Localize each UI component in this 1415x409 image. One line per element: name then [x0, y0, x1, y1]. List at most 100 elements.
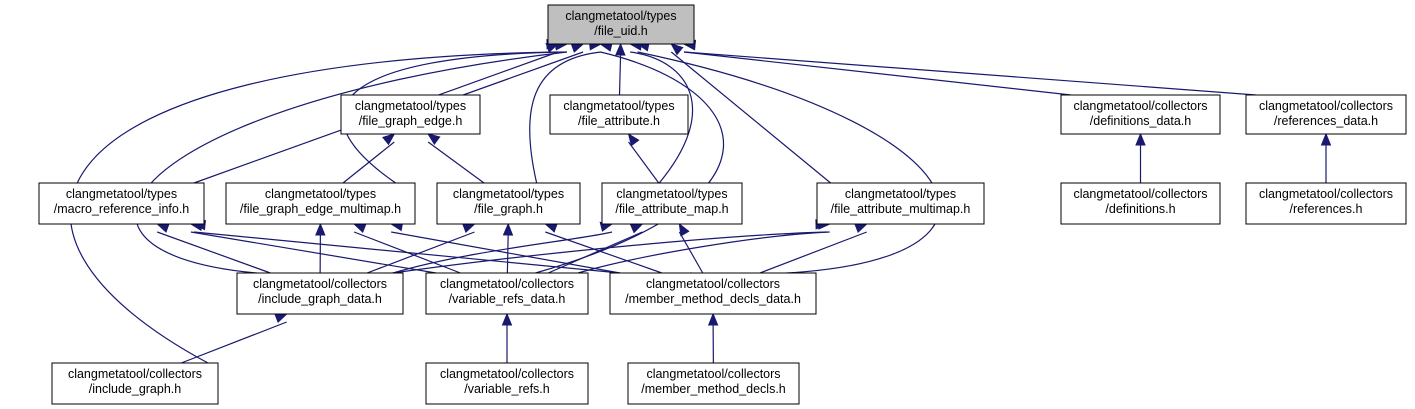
node-references_data[interactable]: clangmetatool/collectors/references_data… — [1245, 94, 1407, 135]
edge-line — [342, 51, 567, 184]
arrowhead-icon — [352, 223, 367, 234]
node-box — [425, 362, 589, 405]
node-label-line: clangmetatool/collectors — [440, 277, 574, 291]
edge-include_graph_data-to-macro_reference_info — [155, 222, 271, 274]
edge-line — [190, 231, 437, 274]
node-file_attribute_map[interactable]: clangmetatool/types/file_attribute_map.h — [601, 182, 743, 225]
node-label-line: /variable_refs.h — [464, 382, 550, 396]
node-label-line: clangmetatool/types — [355, 99, 466, 113]
node-label-line: /file_uid.h — [594, 24, 648, 38]
edge-line — [366, 231, 475, 274]
node-file_graph_edge_multimap[interactable]: clangmetatool/types/file_graph_edge_mult… — [225, 182, 416, 225]
node-file_graph[interactable]: clangmetatool/types/file_graph.h — [436, 182, 581, 225]
arrowhead-icon — [1135, 132, 1146, 146]
node-label-line: clangmetatool/types — [453, 187, 564, 201]
node-member_method_decls[interactable]: clangmetatool/collectors/member_method_d… — [627, 362, 800, 405]
edge-line — [342, 141, 395, 184]
node-box — [436, 182, 581, 225]
node-box — [601, 182, 743, 225]
node-references[interactable]: clangmetatool/collectors/references.h — [1245, 182, 1407, 225]
edge-line — [135, 51, 567, 277]
node-include_graph[interactable]: clangmetatool/collectors/include_graph.h — [51, 362, 219, 405]
node-box — [1245, 94, 1407, 135]
node-box — [425, 272, 589, 315]
edge-include_graph_data-to-file_graph_edge_multimap — [315, 222, 326, 274]
node-label-line: clangmetatool/collectors — [1259, 187, 1393, 201]
edge-line — [529, 51, 601, 184]
node-label-line: /file_attribute_multimap.h — [831, 202, 971, 216]
node-label-line: /file_attribute.h — [578, 114, 660, 128]
node-label-line: clangmetatool/collectors — [646, 367, 780, 381]
node-file_uid: clangmetatool/types/file_uid.h — [547, 4, 695, 45]
edge-member_method_decls_data-to-file_uid — [636, 41, 940, 275]
node-label-line: clangmetatool/collectors — [440, 367, 574, 381]
node-label-line: /file_graph_edge.h — [359, 114, 463, 128]
node-label-line: clangmetatool/collectors — [646, 277, 780, 291]
edge-line — [506, 231, 509, 274]
node-layer: clangmetatool/types/file_uid.hclangmetat… — [38, 4, 1407, 405]
edge-line — [670, 51, 832, 184]
node-label-line: /include_graph.h — [89, 382, 181, 396]
edge-line — [630, 51, 694, 184]
arrowhead-icon — [427, 133, 441, 146]
edge-member_method_decls_data-to-macro_reference_info — [192, 219, 621, 274]
edge-include_graph_data-to-file_graph — [366, 223, 476, 274]
arrowhead-icon — [670, 43, 684, 56]
edge-line — [678, 231, 704, 274]
node-label-line: clangmetatool/types — [66, 187, 177, 201]
node-label-line: clangmetatool/types — [563, 99, 674, 113]
edge-member_method_decls_data-to-file_attribute_map — [678, 222, 704, 274]
node-box — [340, 94, 481, 135]
node-file_graph_edge[interactable]: clangmetatool/types/file_graph_edge.h — [340, 94, 481, 135]
edge-line — [181, 321, 287, 364]
node-definitions[interactable]: clangmetatool/collectors/definitions.h — [1060, 182, 1221, 225]
arrowhead-icon — [155, 222, 170, 233]
edge-line — [535, 51, 724, 274]
edge-references-to-references_data — [1320, 132, 1332, 183]
edge-line — [462, 51, 584, 96]
node-label-line: /member_method_decls.h — [641, 382, 786, 396]
edge-line — [391, 231, 621, 274]
node-file_attribute_multimap[interactable]: clangmetatool/types/file_attribute_multi… — [816, 182, 985, 225]
node-label-line: clangmetatool/types — [265, 187, 376, 201]
node-box — [1060, 94, 1221, 135]
node-box — [627, 362, 800, 405]
node-label-line: /references.h — [1290, 202, 1363, 216]
node-label-line: clangmetatool/collectors — [68, 367, 202, 381]
edge-file_attribute-to-file_uid — [615, 42, 626, 96]
node-macro_reference_info[interactable]: clangmetatool/types/macro_reference_info… — [38, 182, 205, 225]
arrowhead-icon — [502, 222, 514, 236]
edge-layer — [69, 38, 1332, 364]
edge-line — [577, 231, 830, 274]
node-include_graph_data[interactable]: clangmetatool/collectors/include_graph_d… — [236, 272, 404, 315]
node-box — [1245, 182, 1407, 225]
edge-member_method_decls_data-to-file_graph — [544, 222, 663, 274]
node-member_method_decls_data[interactable]: clangmetatool/collectors/member_method_d… — [609, 272, 817, 315]
edge-line — [548, 231, 643, 274]
edge-line — [759, 231, 867, 274]
edge-file_attribute_map-to-file_attribute — [627, 132, 660, 184]
node-variable_refs_data[interactable]: clangmetatool/collectors/variable_refs_d… — [425, 272, 589, 315]
node-label-line: /file_graph_edge_multimap.h — [240, 202, 401, 216]
arrowhead-icon — [501, 312, 513, 326]
node-definitions_data[interactable]: clangmetatool/collectors/definitions_dat… — [1060, 94, 1221, 135]
edge-file_graph_edge_multimap-to-file_graph_edge — [342, 133, 396, 184]
edge-member_method_decls-to-member_method_decls_data — [707, 312, 719, 364]
edge-line — [683, 51, 1257, 96]
node-label-line: clangmetatool/types — [616, 187, 727, 201]
node-file_attribute[interactable]: clangmetatool/types/file_attribute.h — [549, 94, 689, 135]
node-label-line: /member_method_decls_data.h — [625, 292, 801, 306]
node-box — [51, 362, 219, 405]
edge-include_graph-to-include_graph_data — [181, 313, 288, 364]
node-box — [549, 94, 689, 135]
edge-line — [353, 231, 461, 274]
edge-definitions_data-to-file_uid — [682, 40, 1072, 96]
edge-line — [545, 231, 663, 274]
edge-line — [618, 51, 622, 96]
node-label-line: clangmetatool/types — [845, 187, 956, 201]
node-label-line: /definitions_data.h — [1090, 114, 1192, 128]
node-variable_refs[interactable]: clangmetatool/collectors/variable_refs.h — [425, 362, 589, 405]
node-box — [609, 272, 817, 315]
edge-line — [392, 231, 828, 274]
